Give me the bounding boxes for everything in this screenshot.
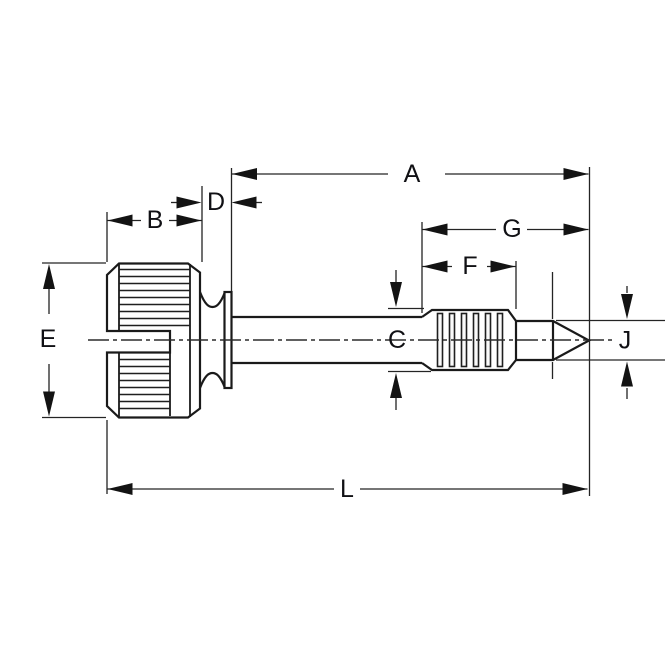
dim-D: D (171, 188, 262, 216)
dim-label-D: D (207, 188, 225, 216)
dim-J: J (556, 286, 665, 399)
arrow-in-right-D (231, 196, 257, 209)
dim-label-E: E (40, 325, 57, 353)
arrow-down-E (43, 391, 55, 417)
arrow-in-left-D (176, 196, 202, 209)
dim-B: B (107, 206, 202, 234)
arrow-right-A (563, 168, 589, 180)
knurl-lines-upper (119, 268, 190, 327)
extension-lines (106, 167, 591, 496)
dim-A: A (232, 160, 589, 188)
dim-label-B: B (147, 206, 164, 234)
dim-G: G (422, 215, 589, 243)
arrow-in-top-J (621, 294, 633, 319)
neck-curve-bottom (198, 371, 227, 389)
arrow-left-G (422, 223, 448, 236)
dim-L: L (107, 475, 588, 503)
dim-C: C (388, 270, 431, 410)
arrow-left-L (107, 483, 133, 495)
dim-E: E (40, 262, 106, 419)
arrow-left-F (422, 260, 448, 273)
dim-label-L: L (340, 475, 354, 503)
arrow-in-bottom-J (621, 361, 633, 387)
shank (231, 315, 422, 365)
dim-label-A: A (404, 160, 421, 188)
arrow-in-top-C (390, 282, 402, 307)
dim-label-J: J (619, 327, 632, 355)
dim-label-C: C (388, 326, 406, 354)
arrow-right-F (490, 260, 516, 273)
arrow-right-B (176, 214, 202, 227)
neck-curve-top (198, 291, 227, 309)
dim-label-G: G (502, 215, 521, 243)
dim-F: F (422, 252, 516, 280)
arrow-right-L (562, 483, 588, 495)
arrow-in-bottom-C (390, 373, 402, 398)
dim-label-F: F (462, 252, 477, 280)
arrow-left-B (107, 214, 133, 227)
arrow-right-G (563, 223, 589, 236)
knurl-lines-lower (119, 358, 170, 410)
arrow-left-A (232, 168, 257, 180)
arrow-up-E (43, 264, 55, 289)
dimensions: A B D E (40, 160, 665, 503)
thread-outline (421, 308, 518, 372)
